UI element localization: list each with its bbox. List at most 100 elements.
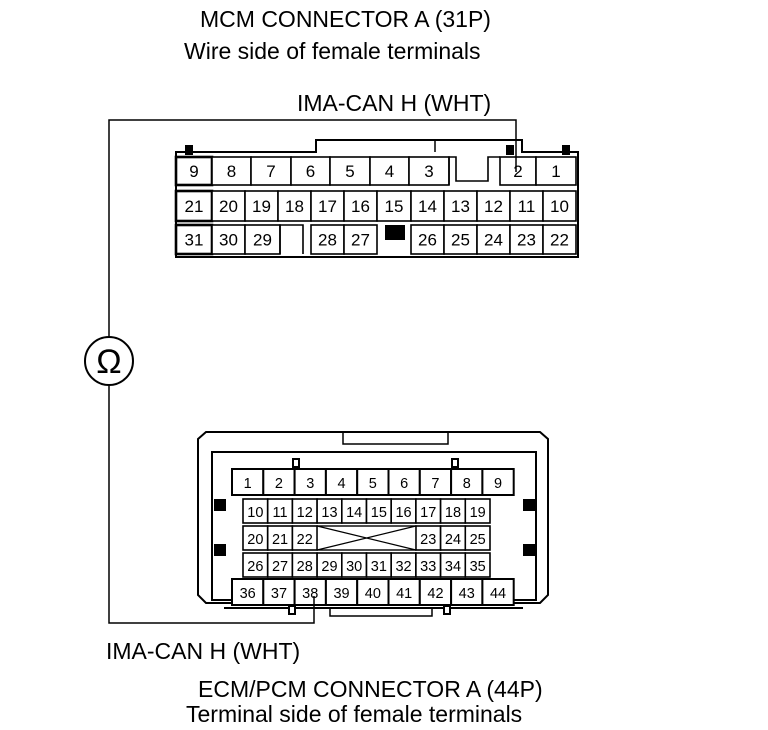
terminal-cell: 28 [310,224,345,255]
terminal-box [509,224,544,255]
terminal-number: 2 [513,162,522,181]
terminal-number: 37 [271,586,287,602]
terminal-number: 19 [252,197,271,216]
terminal-cell: 42 [418,578,453,606]
terminal-cell: 28 [291,552,318,578]
probe-wire-ecm [108,386,315,624]
terminal-cell: 16 [390,498,417,524]
blanked-cavity-cross [316,525,417,551]
ecm-wire-label: IMA-CAN H (WHT) [106,638,301,664]
terminal-box [242,525,269,551]
terminal-box [476,224,511,255]
ohmmeter-icon [84,336,134,386]
terminal-number: 21 [272,532,288,548]
terminal-box [343,224,378,255]
terminal-cell: 11 [266,498,294,524]
terminal-box [266,498,294,524]
terminal-box [262,468,296,496]
terminal-box [408,156,450,186]
terminal-box [542,190,577,222]
terminal-number: 28 [318,231,337,250]
terminal-cell: 36 [231,578,265,606]
mcm-connector-title: MCM CONNECTOR A (31P) [200,6,491,32]
terminal-cell: 43 [450,578,484,606]
terminal-number: 39 [333,586,349,602]
terminal-number: 8 [463,476,471,492]
terminal-number: 44 [490,586,506,602]
terminal-number: 10 [247,505,263,521]
terminal-box [340,552,368,578]
terminal-cell: 30 [340,552,368,578]
terminal-number: 9 [494,476,502,492]
terminal-box [293,468,327,496]
terminal-box [242,552,269,578]
terminal-box [356,468,390,496]
terminal-number: 25 [451,231,470,250]
terminal-cell: 27 [266,552,294,578]
terminal-box [481,468,515,496]
terminal-box [387,578,421,606]
terminal-box [390,498,417,524]
terminal-number: 27 [272,559,288,575]
terminal-cell: 20 [242,525,269,551]
terminal-number: 7 [431,476,439,492]
terminal-cell: 38 [293,578,327,606]
terminal-cell: 40 [356,578,390,606]
terminal-cell: 20 [211,190,246,222]
terminal-number: 25 [470,532,486,548]
terminal-number: 11 [273,505,288,521]
terminal-box [410,224,445,255]
terminal-box [293,578,327,606]
probe-wire-mcm [108,119,517,336]
terminal-cell: 22 [542,224,577,255]
terminal-cell: 23 [509,224,544,255]
terminal-box [211,156,252,186]
terminal-cell: 5 [329,156,371,186]
terminal-number: 30 [346,559,362,575]
terminal-cell: 35 [464,552,491,578]
terminal-number: 12 [484,197,503,216]
terminal-cell: 12 [476,190,511,222]
terminal-cell: 25 [464,525,491,551]
terminal-box [324,468,359,496]
terminal-cell: 9 [481,468,515,496]
terminal-cell: 19 [464,498,491,524]
terminal-cell: 11 [509,190,544,222]
terminal-number: 17 [420,505,436,521]
terminal-number: 24 [445,532,461,548]
terminal-cell: 14 [340,498,368,524]
terminal-box [376,190,412,222]
terminal-box [369,156,410,186]
cavity-plug [385,225,405,240]
mcm-wire-label: IMA-CAN H (WHT) [297,90,492,116]
key-notch [279,224,304,254]
terminal-cell: 18 [277,190,312,222]
terminal-box [439,498,467,524]
terminal-cell: 13 [443,190,478,222]
terminal-cell: 24 [439,525,467,551]
terminal-number: 13 [451,197,470,216]
terminal-number: 23 [517,231,536,250]
terminal-number: 34 [445,559,461,575]
terminal-cell: 26 [242,552,269,578]
terminal-box [174,189,214,223]
terminal-cell: 1 [535,156,577,186]
terminal-number: 5 [369,476,377,492]
terminal-cell: 31 [174,223,214,256]
terminal-number: 2 [275,476,283,492]
terminal-cell: 17 [310,190,345,222]
terminal-box [343,190,378,222]
terminal-box [443,190,478,222]
terminal-box [365,498,393,524]
terminal-box [481,578,515,606]
terminal-number: 14 [418,197,437,216]
terminal-cell: 15 [365,498,393,524]
terminal-number: 43 [459,586,475,602]
terminal-box [410,190,445,222]
terminal-number: 33 [420,559,436,575]
terminal-cell: 25 [443,224,478,255]
terminal-number: 31 [371,559,387,575]
terminal-box [464,552,491,578]
terminal-number: 35 [470,559,486,575]
terminal-cell: 5 [356,468,390,496]
